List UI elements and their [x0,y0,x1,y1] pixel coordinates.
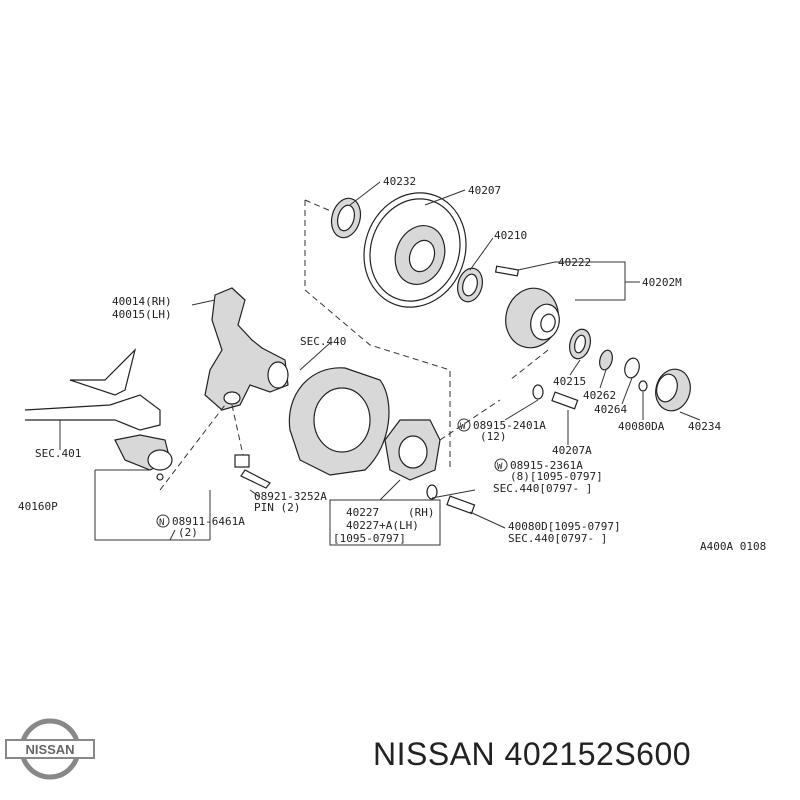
knuckle-40014 [204,287,289,411]
brand-part-number: NISSAN 402152S600 [373,736,692,772]
label-40207: 40207 [468,184,501,197]
cap-40234 [655,368,691,412]
label-40232: 40232 [383,175,416,188]
label-40080d-sec: SEC.440[0797- ] [508,532,607,545]
label-40080da: 40080DA [618,420,665,433]
wheel-stud-40222 [494,261,556,277]
label-40227-dates: [1095-0797] [333,532,406,545]
brake-disc-40207 [363,192,467,308]
leader-lines [59,181,701,546]
hub-40202m [505,287,560,349]
label-pin: PIN (2) [254,501,300,514]
nut-symbol-letter: N [159,518,164,528]
bracket-40227 [384,419,441,481]
bolt-40207a [551,391,579,410]
bolt-40080d [446,495,476,515]
label-08915-2361a: 08915-2361A [510,459,583,472]
label-08911-6461a-qty: (2) [178,526,198,539]
bearing-40210 [457,267,483,303]
label-40080d: 40080D[1095-0797] [508,520,621,533]
ball-joint-40160p [114,434,173,481]
label-40227-rh: (RH) [408,506,435,519]
backing-plate-sec440 [288,367,390,476]
label-40015: 40015(LH) [112,308,172,321]
label-40262: 40262 [583,389,616,402]
washer-08915-2361a [426,484,438,500]
label-08915-2401a: 08915-2401A [473,419,546,432]
dashed-line-knuckle-balljoint [159,404,226,491]
nut-40264 [624,357,640,379]
label-40160p: 40160P [18,500,58,513]
label-sec401: SEC.401 [35,447,81,460]
nut-symbol [156,514,170,528]
washer-symbol-2-letter: W [497,462,503,472]
label-40207a: 40207A [552,444,592,457]
lower-arm-sec401 [24,348,161,431]
nissan-logo-text: NISSAN [25,742,74,757]
label-40210: 40210 [494,229,527,242]
nut-08921-3252a [234,454,271,489]
dashed-line-hub-washer [509,349,549,381]
label-08911-6461a: 08911-6461A [172,515,245,528]
cotter-40080da [638,380,648,392]
label-40222: 40222 [558,256,591,269]
seal-40232 [330,197,362,239]
label-40014: 40014(RH) [112,295,172,308]
label-08915-2401a-qty: (12) [480,430,507,443]
dashed-line-bracket [439,399,501,441]
bearing-40215 [568,328,592,360]
washer-symbol-1-letter: W [460,422,466,432]
label-40227: 40227 [346,506,379,519]
washer-40262 [599,349,613,371]
label-08915-2361a-qty: (8)[1095-0797] [510,470,603,483]
label-08915-2361a-sec: SEC.440[0797- ] [493,482,592,495]
diagram-reference-code: A400A 0108 [700,540,766,553]
label-40202m: 40202M [642,276,682,289]
label-40227a: 40227+A(LH) [346,519,419,532]
label-08921-3252a: 08921-3252A [254,490,327,503]
label-40215: 40215 [553,375,586,388]
dashed-line-knuckle-nut [231,404,244,456]
nissan-logo-icon: NISSAN [5,718,95,780]
label-40264: 40264 [594,403,627,416]
label-sec440-top: SEC.440 [300,335,346,348]
washer-symbol-2 [494,458,508,472]
washer-08915-2401a [532,384,544,400]
washer-symbol-1 [457,418,471,432]
label-40234: 40234 [688,420,721,433]
